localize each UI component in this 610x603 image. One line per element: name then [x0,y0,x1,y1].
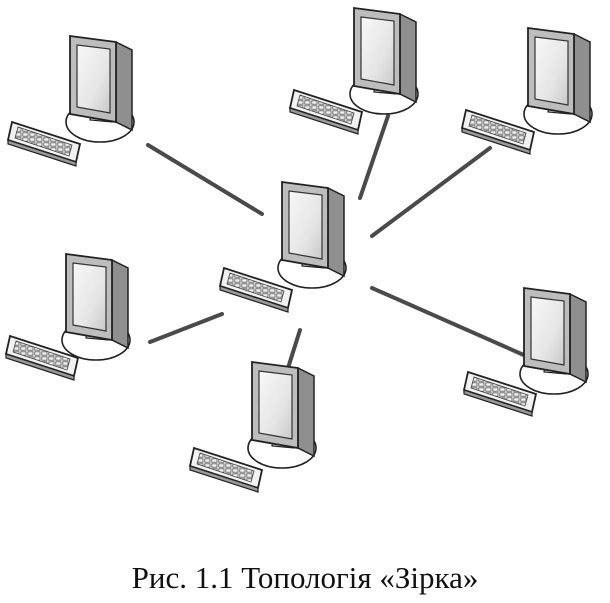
connection-lines [146,114,528,370]
link-top-left [146,143,264,216]
monitor-icon [247,361,317,469]
workstation-top-right [461,27,593,155]
workstation-bottom-right [463,287,589,417]
keyboard-icon [461,109,535,155]
link-top-middle [358,114,390,200]
link-middle-left [148,312,224,344]
workstation-middle-left [5,253,131,381]
workstation-top-left [7,35,135,167]
workstation-bottom-middle [189,361,317,493]
workstation-top-middle [289,7,419,135]
monitor-icon [277,181,347,289]
link-bottom-right [370,286,528,358]
monitor-icon [523,27,593,135]
link-top-right [370,146,492,238]
monitor-icon [65,35,135,143]
monitor-icon [61,253,131,361]
figure-caption: Рис. 1.1 Топологія «Зірка» [131,560,479,595]
star-topology-diagram [5,7,593,493]
monitor-icon [519,287,589,395]
monitor-icon [349,7,419,115]
link-bottom-middle [286,328,302,370]
